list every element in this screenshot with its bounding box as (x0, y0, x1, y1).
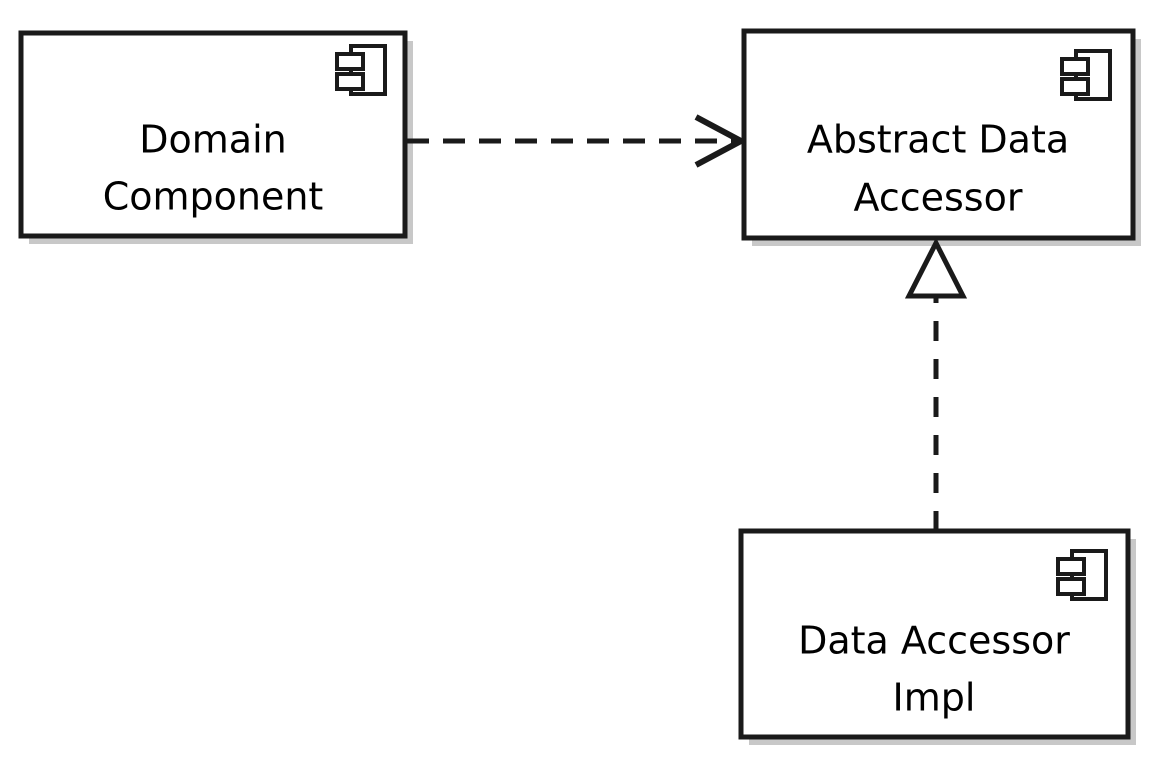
component-icon-tab-lower (1060, 77, 1090, 96)
uml-component-icon (1056, 549, 1108, 601)
realization-impl-to-abstract[interactable] (904, 237, 968, 531)
domain-component-label-line1: Domain (139, 118, 286, 162)
component-icon-tab-upper (1056, 557, 1086, 576)
open-arrowhead (694, 114, 748, 168)
domain-component-label-line2: Component (103, 175, 324, 219)
component-icon-tab-upper (1060, 57, 1090, 76)
data-accessor-impl-label-line1: Data Accessor (798, 619, 1070, 663)
hollow-triangle-arrowhead (904, 237, 968, 299)
component-icon-tab-upper (335, 52, 365, 71)
abstract-data-accessor-label-line2: Accessor (854, 176, 1023, 220)
component-icon-tab-lower (335, 72, 365, 91)
dependency-domain-to-abstract[interactable] (407, 114, 748, 168)
uml-component-icon (1060, 49, 1112, 101)
component-domain-component[interactable]: Domain Component (18, 30, 408, 239)
uml-component-icon (335, 44, 387, 96)
component-abstract-data-accessor[interactable]: Abstract Data Accessor (741, 28, 1136, 241)
data-accessor-impl-label-line2: Impl (893, 676, 976, 720)
abstract-data-accessor-label-line1: Abstract Data (807, 118, 1069, 162)
component-data-accessor-impl[interactable]: Data Accessor Impl (738, 528, 1131, 740)
component-icon-tab-lower (1056, 577, 1086, 596)
